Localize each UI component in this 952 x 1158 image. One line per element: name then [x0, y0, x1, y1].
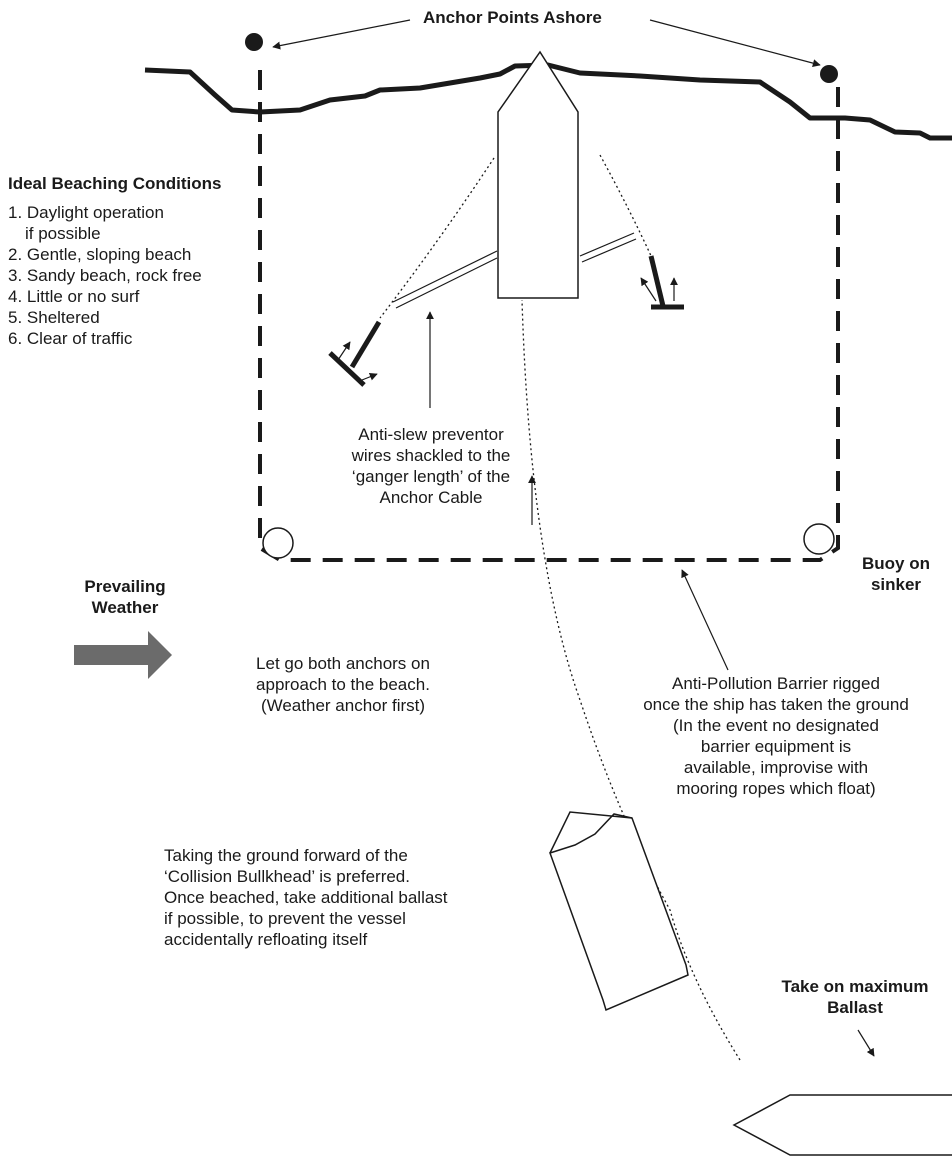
anchor-point-right-arrow: [649, 19, 821, 68]
barrier-pointer: [681, 569, 729, 671]
anchor-point-right: [820, 65, 838, 83]
anti-slew-wire-left-b: [395, 257, 498, 309]
beached-ship: [497, 50, 579, 299]
anchor-points-label: Anchor Points Ashore: [423, 8, 602, 27]
buoy-right: [803, 523, 835, 555]
anti-slew-wire-right-a: [579, 232, 635, 257]
condition-item: 4. Little or no surf: [8, 287, 140, 306]
let-go-label: Let go both anchors on approach to the b…: [256, 654, 430, 715]
anti-slew-wire-right-b: [581, 238, 637, 263]
ship-taking-ballast: [732, 1094, 952, 1156]
anti-slew-label: Anti-slew preventor wires shackled to th…: [351, 425, 511, 507]
ballast-label: Take on maximum Ballast: [781, 977, 929, 1017]
anchor-point-left: [245, 33, 263, 51]
condition-item: 6. Clear of traffic: [8, 329, 133, 348]
anchor-point-left-arrow: [272, 19, 411, 50]
approaching-ship-bow: [549, 811, 633, 854]
condition-item: 1. Daylight operation: [8, 203, 164, 222]
condition-item: 3. Sandy beach, rock free: [8, 266, 202, 285]
approach-track: [521, 299, 741, 1061]
conditions-title: Ideal Beaching Conditions: [8, 174, 222, 193]
anti-slew-wire-left-a: [392, 250, 498, 303]
ballast-pointer: [857, 1029, 875, 1057]
barrier-label: Anti-Pollution Barrier rigged once the s…: [643, 674, 909, 798]
weather-label: Prevailing Weather: [84, 577, 166, 617]
condition-item: 2. Gentle, sloping beach: [8, 245, 192, 264]
condition-item: 5. Sheltered: [8, 308, 100, 327]
taking-ground-label: Taking the ground forward of the ‘Collis…: [164, 846, 448, 949]
anchor-cable-right: [599, 154, 653, 259]
buoy-left: [262, 527, 294, 559]
weather-arrow: [74, 631, 172, 679]
buoy-label: Buoy on sinker: [862, 554, 930, 594]
approaching-ship: [549, 813, 689, 1012]
pollution-barrier: [258, 70, 840, 562]
anchor-left: [328, 320, 382, 387]
conditions-panel: Ideal Beaching Conditions 1. Daylight op…: [8, 173, 221, 349]
condition-item: if possible: [25, 224, 101, 243]
anchor-right: [640, 255, 684, 310]
anchor-cable-left: [379, 157, 495, 319]
